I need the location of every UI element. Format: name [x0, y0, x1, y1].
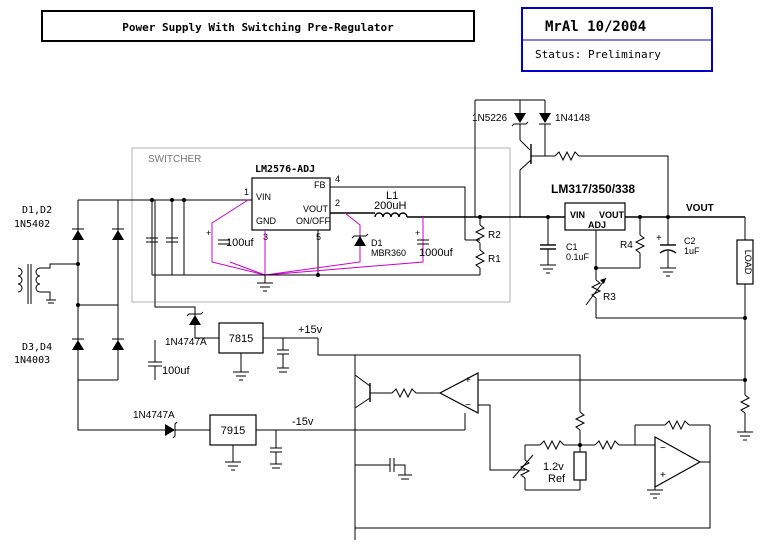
cap-out-label: 1000uf	[419, 247, 454, 259]
pin-gnd-label: GND	[256, 216, 277, 226]
opamp-2-icon	[654, 435, 702, 489]
svg-text:−: −	[660, 443, 666, 454]
reference-circuit: 1.2v Ref − +	[355, 380, 711, 529]
cap-in-label: 100uf	[226, 237, 254, 249]
ic-name: LM2576-ADJ	[255, 164, 315, 175]
inductor-label: L1	[386, 190, 398, 202]
lm2576-ic: LM2576-ADJ VIN GND FB VOUT ON/OFF 1 2 3 …	[244, 164, 340, 242]
diode-d1-icon	[72, 230, 84, 240]
vout-label: VOUT	[686, 203, 714, 214]
pass-transistor: 1N5226 1N4148	[472, 99, 669, 217]
inductor-value: 200uH	[374, 200, 406, 212]
load-label: LOAD	[743, 250, 753, 275]
label-d1d2-part: 1N5402	[14, 219, 50, 230]
switcher-ground-icon	[257, 275, 273, 292]
info-box: MrAl 10/2004 Status: Preliminary	[521, 7, 713, 72]
label-c2-value: 1uF	[684, 246, 700, 256]
negative-aux-supply: 100uf 1N4747A 7915 -15v	[77, 340, 355, 471]
label-r3: R3	[603, 292, 616, 303]
inductor-l1-icon	[374, 212, 408, 218]
diode-switch-part: MBR360	[371, 248, 406, 258]
zener-pos-icon	[189, 315, 201, 325]
pin-fb-label: FB	[314, 180, 326, 190]
title-box: Power Supply With Switching Pre-Regulato…	[41, 10, 475, 42]
pin3-label: 3	[263, 232, 268, 242]
positive-aux-supply: 1N4747A 7815 +15v	[154, 200, 745, 381]
pin2-label: 2	[335, 198, 340, 208]
zener-neg-icon	[165, 424, 175, 436]
pin4-label: 4	[335, 174, 340, 184]
label-r4: R4	[620, 240, 633, 251]
title-text: Power Supply With Switching Pre-Regulato…	[122, 21, 394, 34]
switcher-outline	[131, 147, 511, 303]
label-d3d4-part: 1N4003	[14, 355, 50, 366]
svg-text:+: +	[415, 228, 420, 238]
switcher-internal-wiring: + 100uf D1 MBR360 + 1000uf	[206, 199, 454, 276]
label-reg-neg: 7915	[221, 425, 245, 437]
label-r2: R2	[488, 230, 501, 241]
label-ref: Ref	[548, 473, 566, 485]
diode-d2-icon	[112, 230, 124, 240]
label-r1: R1	[488, 254, 501, 265]
label-c2: C2	[684, 236, 696, 246]
diode-1n4148-icon	[539, 113, 551, 123]
diode-d3-icon	[72, 340, 84, 350]
label-rail-neg: -15v	[292, 416, 314, 428]
label-zener-top: 1N5226	[472, 113, 507, 124]
label-zener-neg: 1N4747A	[133, 410, 175, 421]
label-rail-pos: +15v	[298, 324, 323, 336]
label-c1-value: 0.1uF	[566, 252, 590, 262]
svg-text:+: +	[656, 233, 662, 244]
lm317-vin-label: VIN	[570, 210, 585, 220]
switcher-label: SWITCHER	[148, 154, 201, 165]
capacitor-c1: C1 0.1uF	[540, 217, 590, 274]
svg-text:+: +	[660, 470, 666, 481]
pin1-label: 1	[244, 187, 249, 197]
r3-r4-adjust: R4 R3	[585, 217, 745, 319]
capacitor-c2: + C2 1uF	[656, 217, 700, 277]
svg-text:+: +	[465, 375, 471, 386]
label-reg-pos: 7815	[229, 333, 253, 345]
pin-vin-label: VIN	[256, 192, 271, 202]
label-ref-value: 1.2v	[543, 461, 564, 473]
bridge-rectifier: D1,D2 1N5402 D3,D4 1N4003	[14, 199, 124, 381]
zener-1n5226-icon	[514, 113, 526, 123]
label-d1d2: D1,D2	[22, 205, 52, 216]
lm317-label: LM317/350/338	[551, 182, 635, 196]
pin-onoff-label: ON/OFF	[296, 216, 330, 226]
svg-text:−: −	[465, 400, 471, 411]
pin-vout-label: VOUT	[303, 204, 329, 214]
transformer	[17, 263, 78, 304]
lm317-regulator: LM317/350/338 VIN VOUT ADJ	[551, 182, 635, 231]
r1-r2-divider: R2 R1	[465, 215, 501, 275]
label-zener-pos: 1N4747A	[165, 337, 207, 348]
diode-switch-label: D1	[371, 238, 383, 248]
label-cap-neg: 100uf	[162, 365, 190, 377]
schottky-diode-icon	[354, 236, 366, 246]
author-date: MrAl 10/2004	[545, 19, 646, 35]
input-bus	[118, 198, 248, 276]
lm317-vout-label: VOUT	[599, 210, 625, 220]
load: LOAD	[736, 217, 754, 441]
svg-text:+: +	[206, 228, 211, 238]
control-loop: + −	[354, 355, 580, 540]
label-c1: C1	[566, 242, 578, 252]
pin5-label: 5	[316, 232, 321, 242]
diode-d4-icon	[112, 340, 124, 350]
opamp-1-icon	[438, 372, 479, 414]
status-text: Status: Preliminary	[535, 48, 661, 61]
label-d3d4: D3,D4	[22, 342, 52, 353]
label-diode-top: 1N4148	[555, 113, 590, 124]
lm317-adj-label: ADJ	[588, 220, 606, 230]
